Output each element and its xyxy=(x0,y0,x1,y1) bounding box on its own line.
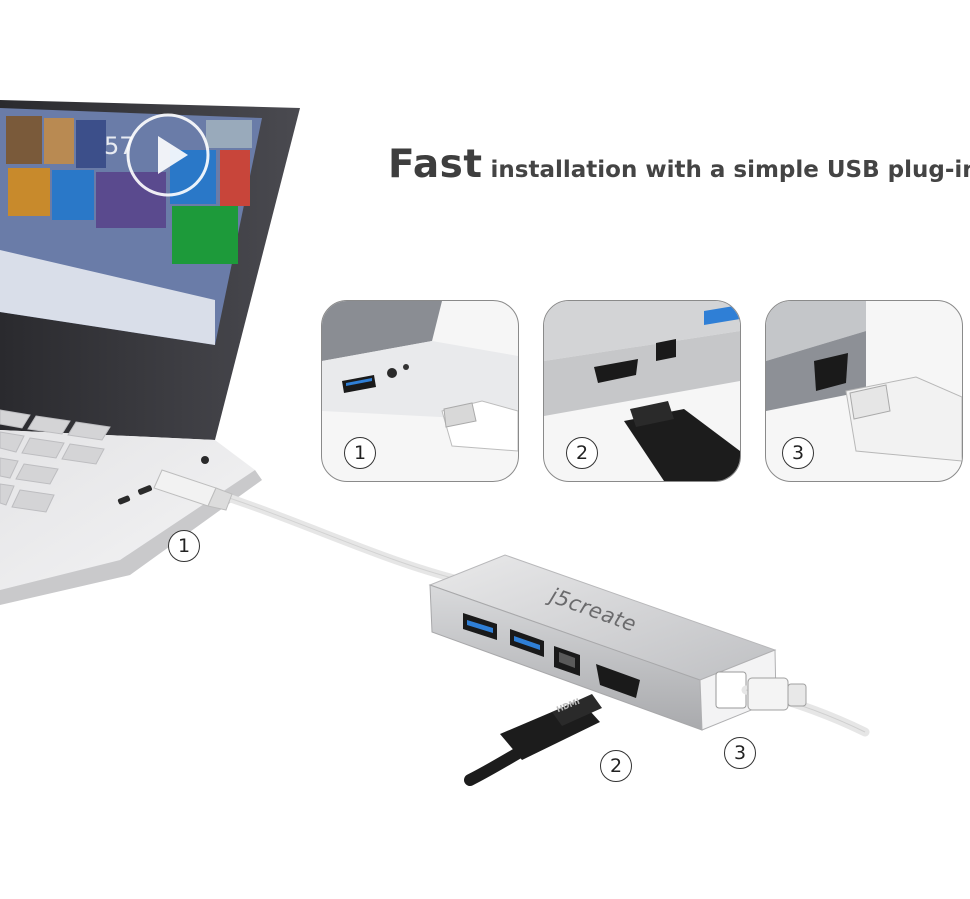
laptop xyxy=(0,100,300,605)
step-number: 2 xyxy=(566,437,598,469)
step-panel-usb: 1 xyxy=(321,300,519,482)
usb-port-detail xyxy=(322,301,518,452)
j5create-hub xyxy=(428,554,870,737)
vga-port-detail xyxy=(766,301,962,462)
step-number: 1 xyxy=(344,437,376,469)
usb-cable xyxy=(153,469,464,584)
headline-big: Fast xyxy=(388,142,483,187)
screen-tiles xyxy=(6,116,252,264)
callout-vga: 3 xyxy=(724,737,756,769)
headline-rest: installation with a simple USB plug-in xyxy=(490,157,970,183)
callout-hdmi: 2 xyxy=(600,750,632,782)
step-panel-hdmi: 2 xyxy=(543,300,741,482)
hub-ports xyxy=(463,613,640,698)
headline: Fast installation with a simple USB plug-… xyxy=(388,142,970,187)
hdmi-cable xyxy=(464,694,602,786)
screen-clock: 57 xyxy=(104,132,135,160)
hdmi-port-detail xyxy=(544,301,740,481)
step-panel-vga: 3 xyxy=(765,300,963,482)
step-number: 3 xyxy=(782,437,814,469)
callout-usb: 1 xyxy=(168,530,200,562)
keyboard xyxy=(0,409,111,513)
